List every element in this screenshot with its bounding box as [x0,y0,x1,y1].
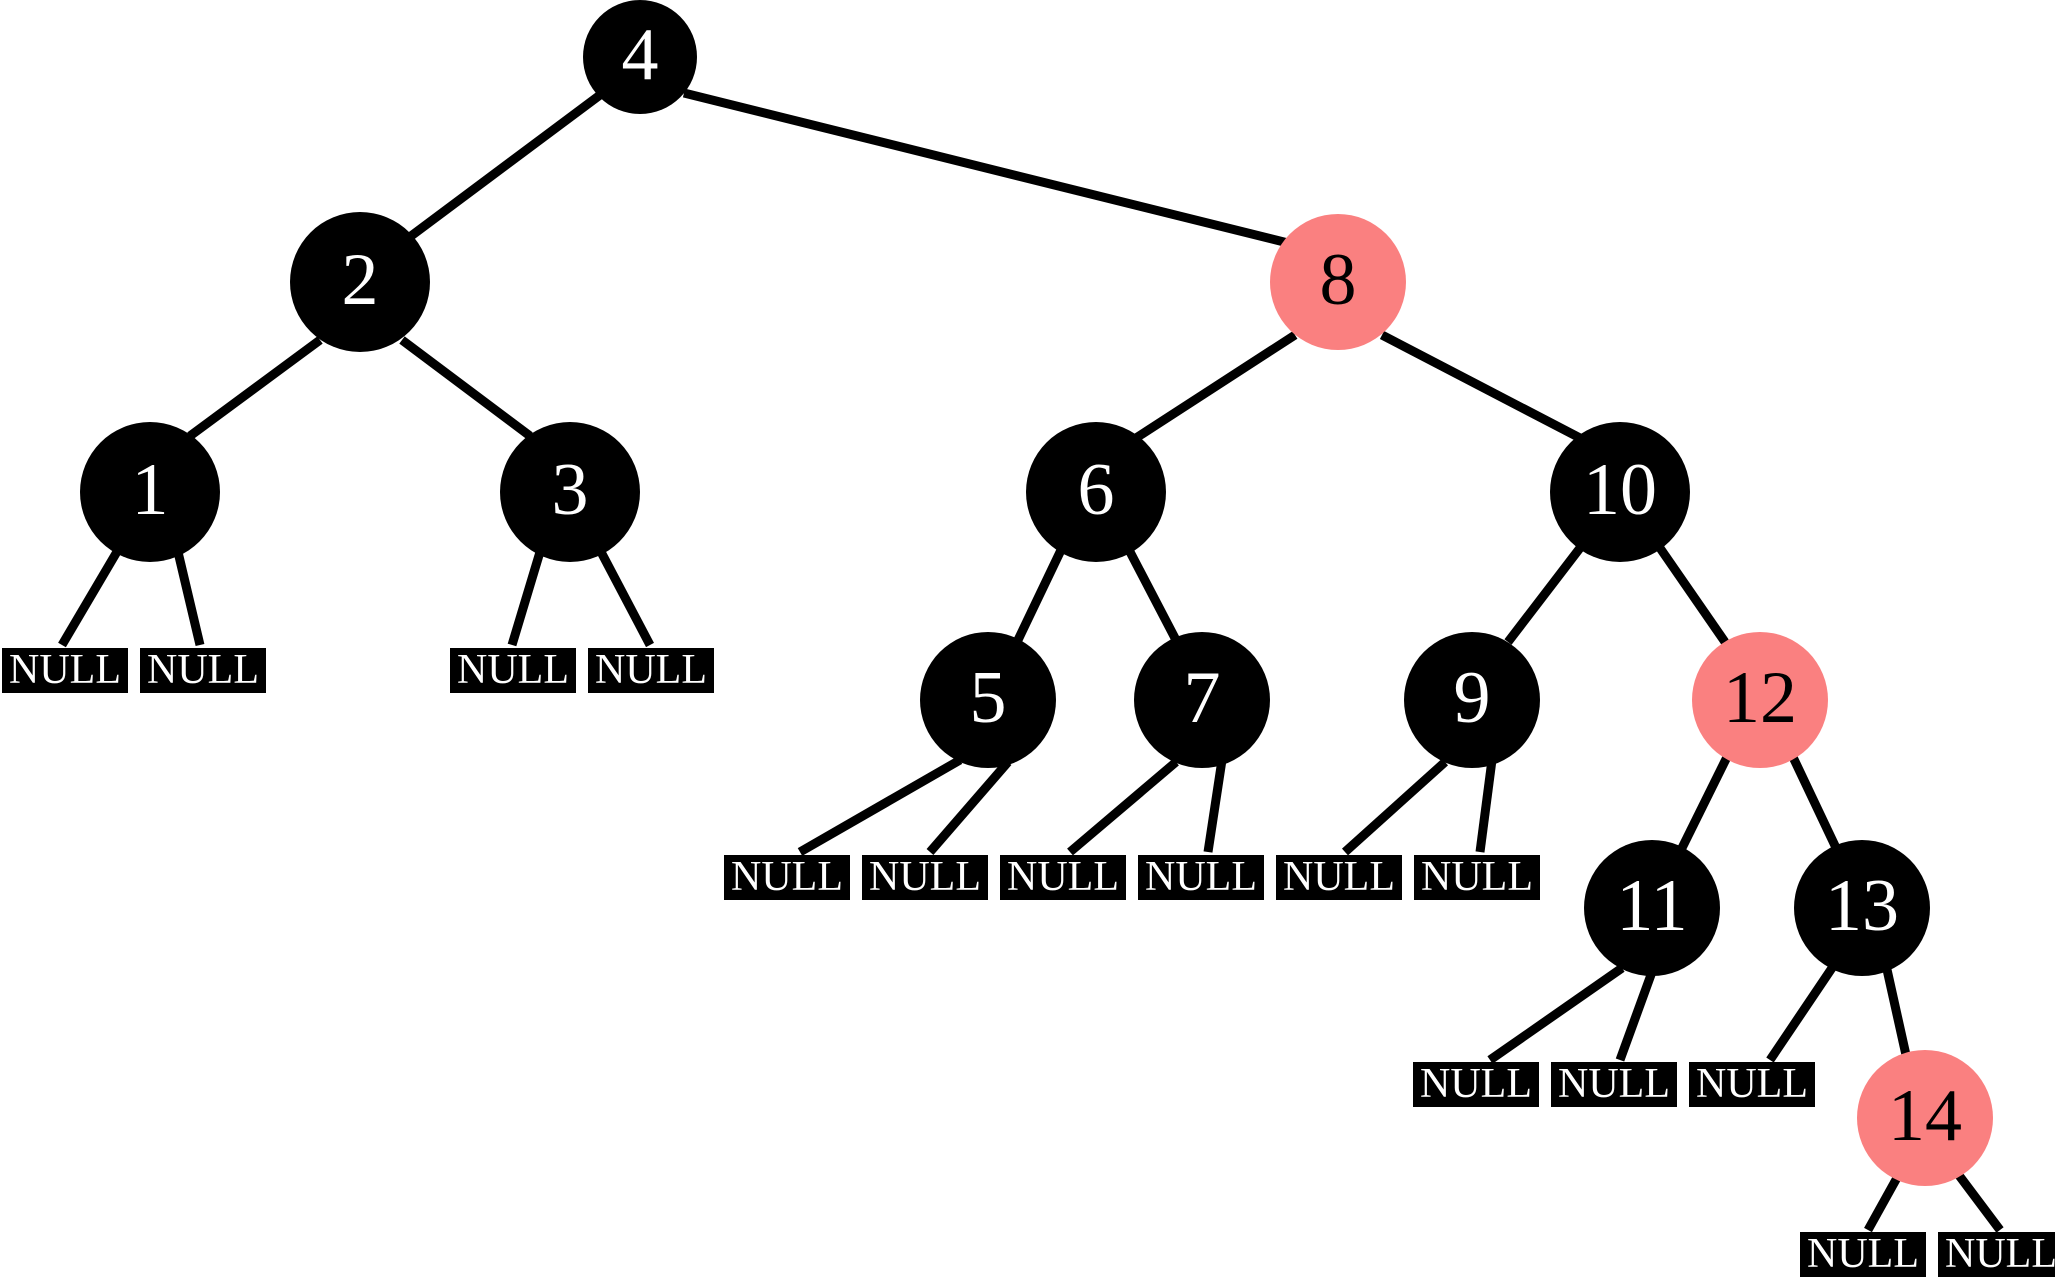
tree-null-leaf-label: NULL [1421,853,1533,900]
tree-edge [399,336,533,440]
tree-edge [58,547,122,648]
tree-node-label: 14 [1888,1075,1962,1157]
tree-node-4[interactable]: 4 [583,0,697,114]
tree-null-leaf: NULL [1938,1232,2055,1277]
tree-null-leaf: NULL [1276,855,1402,900]
tree-edge [1487,964,1625,1064]
tree-null-leaf: NULL [1000,855,1126,900]
tree-edge [682,88,1298,250]
tree-null-leaf-label: NULL [869,853,981,900]
tree-edge [926,759,1012,855]
tree-node-10[interactable]: 10 [1550,422,1690,562]
tree-node-label: 7 [1183,657,1221,739]
tree-node-3[interactable]: 3 [500,422,640,562]
tree-null-leaf-label: NULL [1696,1060,1808,1107]
tree-edge [1656,545,1729,645]
tree-node-13[interactable]: 13 [1794,840,1930,976]
tree-node-label: 1 [131,449,169,531]
tree-edge [507,550,545,647]
tree-node-label: 10 [1583,449,1657,531]
tree-edge [1615,970,1657,1062]
tree-edge [1787,753,1843,854]
tree-null-leaf-label: NULL [457,646,569,693]
tree-edge [1675,753,1733,854]
tree-node-label: 13 [1825,865,1899,947]
tree-edge [1133,331,1298,442]
tree-node-14[interactable]: 14 [1857,1050,1993,1186]
tree-null-leaf: NULL [724,855,850,900]
tree-node-label: 6 [1077,449,1115,531]
tree-edge [1954,1171,2004,1233]
tree-null-leaf-label: NULL [1558,1060,1670,1107]
tree-node-label: 5 [969,657,1007,739]
tree-edge [1013,546,1067,642]
tree-edge [1379,331,1583,442]
tree-node-7[interactable]: 7 [1134,632,1270,768]
tree-null-leaf-label: NULL [731,853,843,900]
tree-edge [1881,964,1911,1056]
tree-node-8[interactable]: 8 [1270,214,1406,350]
tree-null-leaf: NULL [1551,1062,1677,1107]
tree-null-leaf: NULL [862,855,988,900]
tree-node-12[interactable]: 12 [1692,632,1828,768]
tree-node-11[interactable]: 11 [1584,840,1720,976]
tree-null-leaf-label: NULL [9,646,121,693]
tree-null-leaf-label: NULL [1145,853,1257,900]
tree-null-leaf: NULL [1413,1062,1539,1107]
tree-null-leaf-label: NULL [595,646,707,693]
tree-edge [187,336,323,440]
tree-edge [596,547,654,648]
tree-null-leaf: NULL [450,648,576,693]
tree-edge [1203,759,1227,853]
tree-edge [1504,545,1584,645]
tree-node-6[interactable]: 6 [1026,422,1166,562]
tree-null-leaf: NULL [1689,1062,1815,1107]
tree-node-1[interactable]: 1 [80,422,220,562]
tree-null-leaf: NULL [1800,1232,1926,1277]
tree-node-label: 8 [1319,239,1357,321]
tree-null-leaf-label: NULL [1945,1230,2055,1277]
tree-node-label: 3 [551,449,589,531]
tree-node-label: 2 [341,239,379,321]
tree-null-leaf-label: NULL [1007,853,1119,900]
tree-edge [392,91,603,252]
tree-node-label: 9 [1453,657,1491,739]
tree-node-label: 4 [621,14,659,96]
tree-null-leaf-label: NULL [147,646,259,693]
tree-edge [173,550,205,647]
tree-null-leaf: NULL [140,648,266,693]
tree-edge [1341,758,1449,856]
tree-null-leaf-label: NULL [1283,853,1395,900]
tree-node-label: 12 [1723,657,1797,739]
tree-null-leaf: NULL [1414,855,1540,900]
tree-edge [1864,1173,1902,1233]
tree-null-leaf: NULL [588,648,714,693]
tree-node-9[interactable]: 9 [1404,632,1540,768]
tree-null-leaf-label: NULL [1420,1060,1532,1107]
tree-node-2[interactable]: 2 [290,212,430,352]
tree-edge [1124,545,1180,643]
tree-null-leaf: NULL [2,648,128,693]
tree-null-leaf-label: NULL [1807,1230,1919,1277]
tree-edge [797,756,963,856]
tree-node-5[interactable]: 5 [920,632,1056,768]
tree-node-label: 11 [1616,865,1688,947]
tree-edge [1766,965,1836,1063]
tree-null-leaf: NULL [1138,855,1264,900]
tree-edge [1475,759,1497,853]
tree-edge [1067,758,1179,856]
